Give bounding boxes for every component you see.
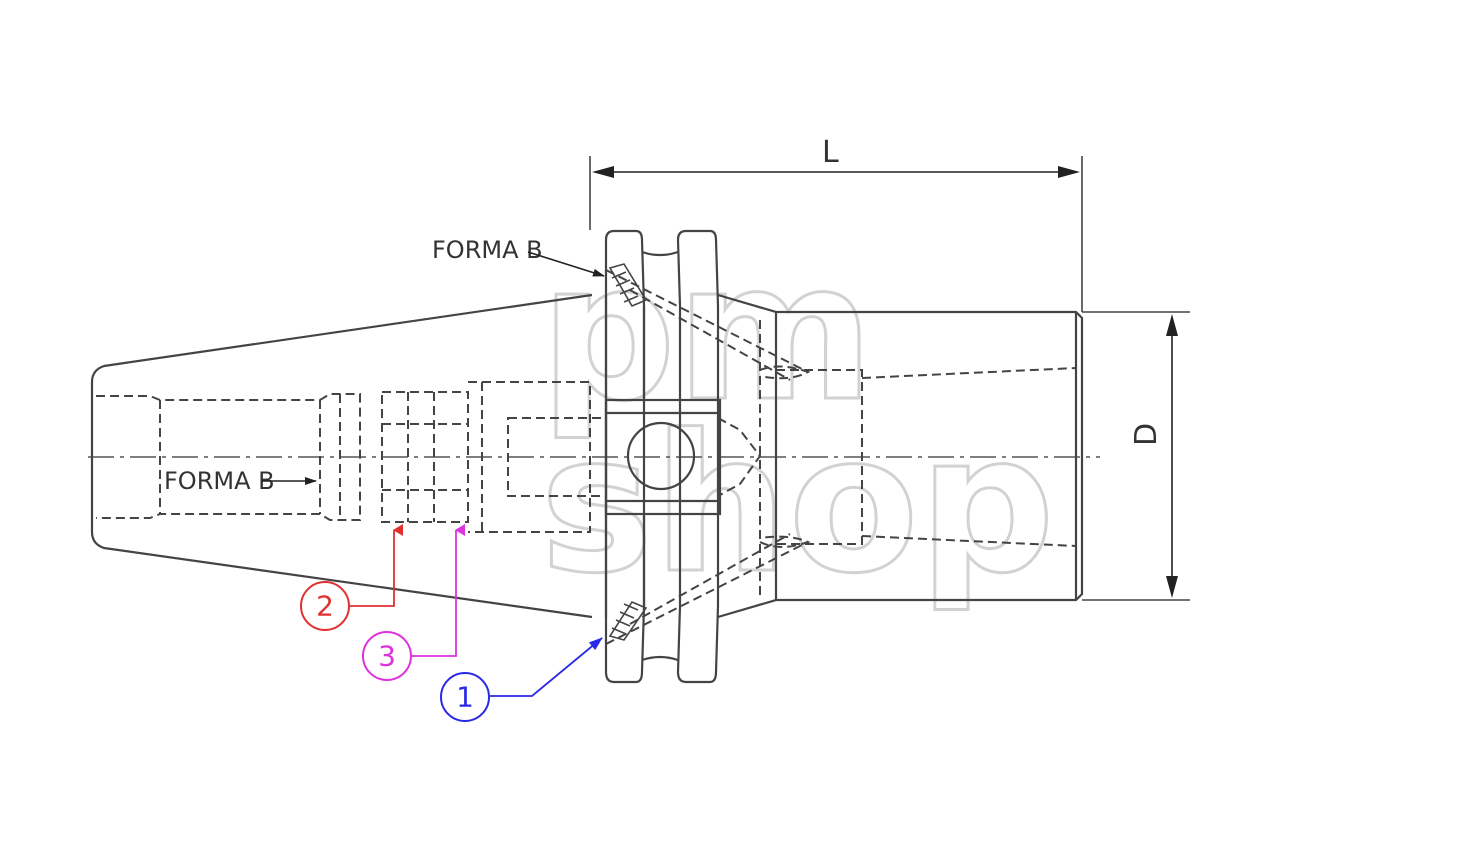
callout-3-bubble [362,631,412,681]
watermark: pm shop [539,221,1057,617]
callout-2-bubble [300,581,350,631]
flange [604,229,720,684]
callout-1-number: 1 [456,681,474,714]
callout-1: 1 [440,637,603,722]
forma-b-top-arrow [527,251,605,277]
forma-b-top-label: FORMA B [432,236,543,264]
callout-3: 3 [362,524,465,681]
callout-2-number: 2 [316,590,334,623]
callout-1-bubble [440,672,490,722]
drive-slot [604,398,722,516]
dimension-l: L [589,135,1083,312]
taper-outline [90,293,593,619]
dimension-l-label: L [822,135,839,170]
retention-screw-bottom [608,600,648,641]
forma-b-bore-label: FORMA B [164,467,275,495]
cross-hole [626,421,696,491]
internal-bores [96,269,1077,645]
callout-2: 2 [300,524,403,631]
dimension-d-label: D [1129,423,1164,446]
callout-3-number: 3 [378,640,396,673]
neck-outline [717,293,778,619]
retention-screw-top [608,263,648,308]
watermark-line-2: shop [540,394,1055,615]
dimension-d: D [1082,311,1190,601]
shank-outline [776,310,1084,602]
